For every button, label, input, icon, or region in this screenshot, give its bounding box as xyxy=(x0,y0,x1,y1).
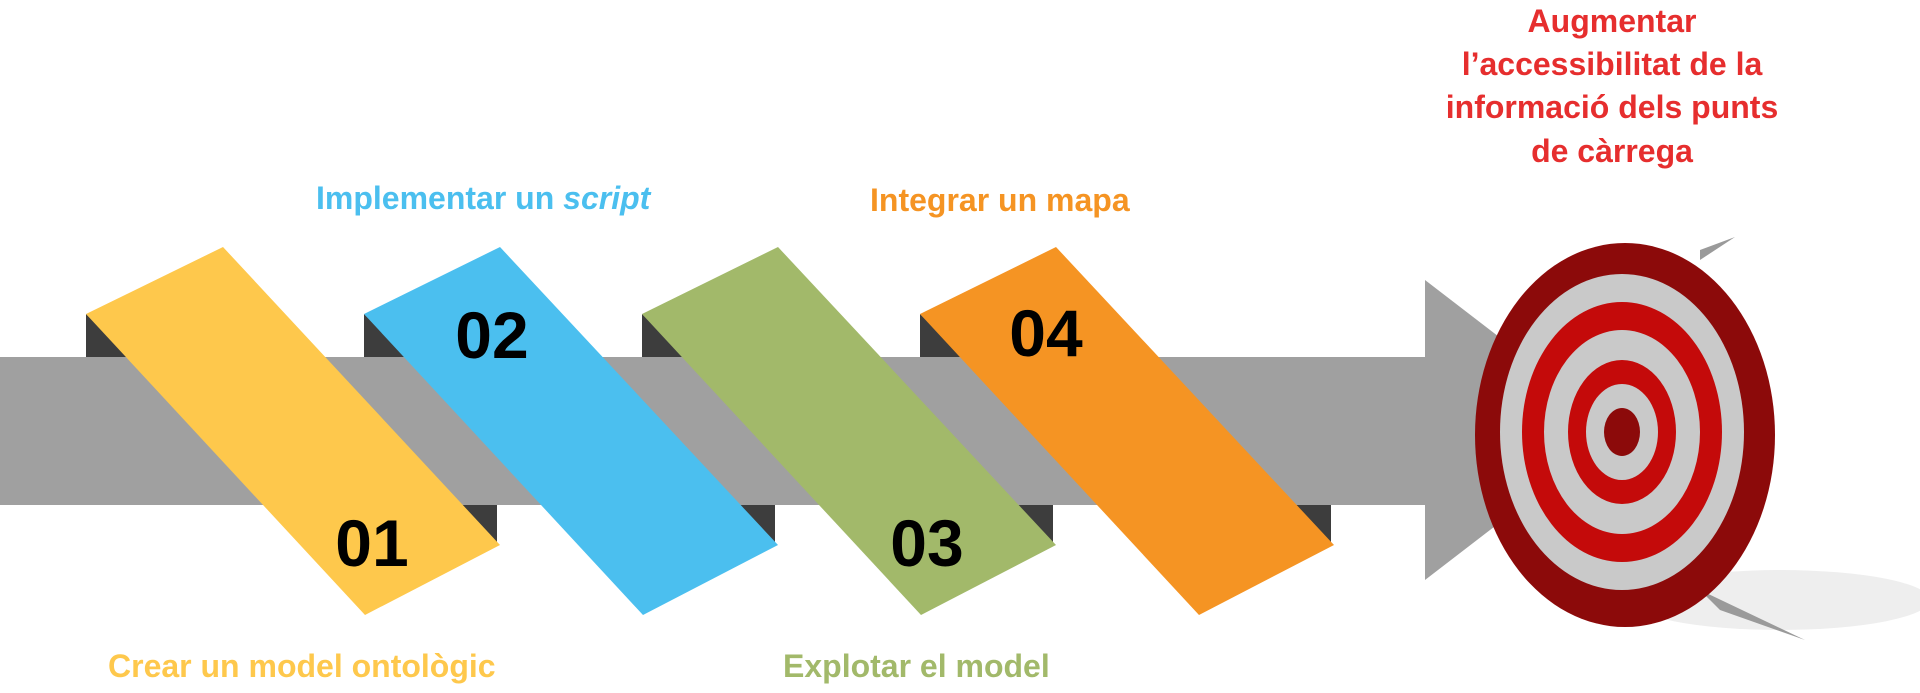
target-icon xyxy=(1475,237,1805,640)
goal-text: Augmentar l’accessibilitat de la informa… xyxy=(1402,0,1822,173)
step-03-number: 03 xyxy=(890,506,963,580)
goal-line-3: informació dels punts xyxy=(1445,89,1779,126)
step-02-label-text: Implementar un xyxy=(316,180,564,216)
step-03: 03 xyxy=(642,247,1056,615)
target-back-flap xyxy=(1700,237,1735,260)
step-02-label-italic: script xyxy=(563,180,651,216)
target-bottom-flap xyxy=(1700,590,1805,640)
step-01: 01 xyxy=(86,247,500,615)
step-04: 04 xyxy=(920,247,1334,615)
step-02-band xyxy=(364,247,778,615)
step-04-number: 04 xyxy=(1009,296,1083,370)
step-02: 02 xyxy=(364,247,778,615)
step-01-number: 01 xyxy=(335,506,408,580)
step-03-band xyxy=(642,247,1056,615)
step-04-label: Integrar un mapa xyxy=(870,182,1130,218)
step-03-label: Explotar el model xyxy=(783,648,1050,684)
step-02-number: 02 xyxy=(455,298,528,372)
goal-line-4: de càrrega xyxy=(1531,132,1693,169)
goal-line-2: l’accessibilitat de la xyxy=(1461,46,1763,83)
step-01-band xyxy=(86,247,500,615)
goal-line-1: Augmentar xyxy=(1527,3,1697,39)
step-02-label: Implementar un script xyxy=(316,178,650,218)
step-01-label: Crear un model ontològic xyxy=(108,648,496,684)
step-04-band xyxy=(920,247,1334,615)
